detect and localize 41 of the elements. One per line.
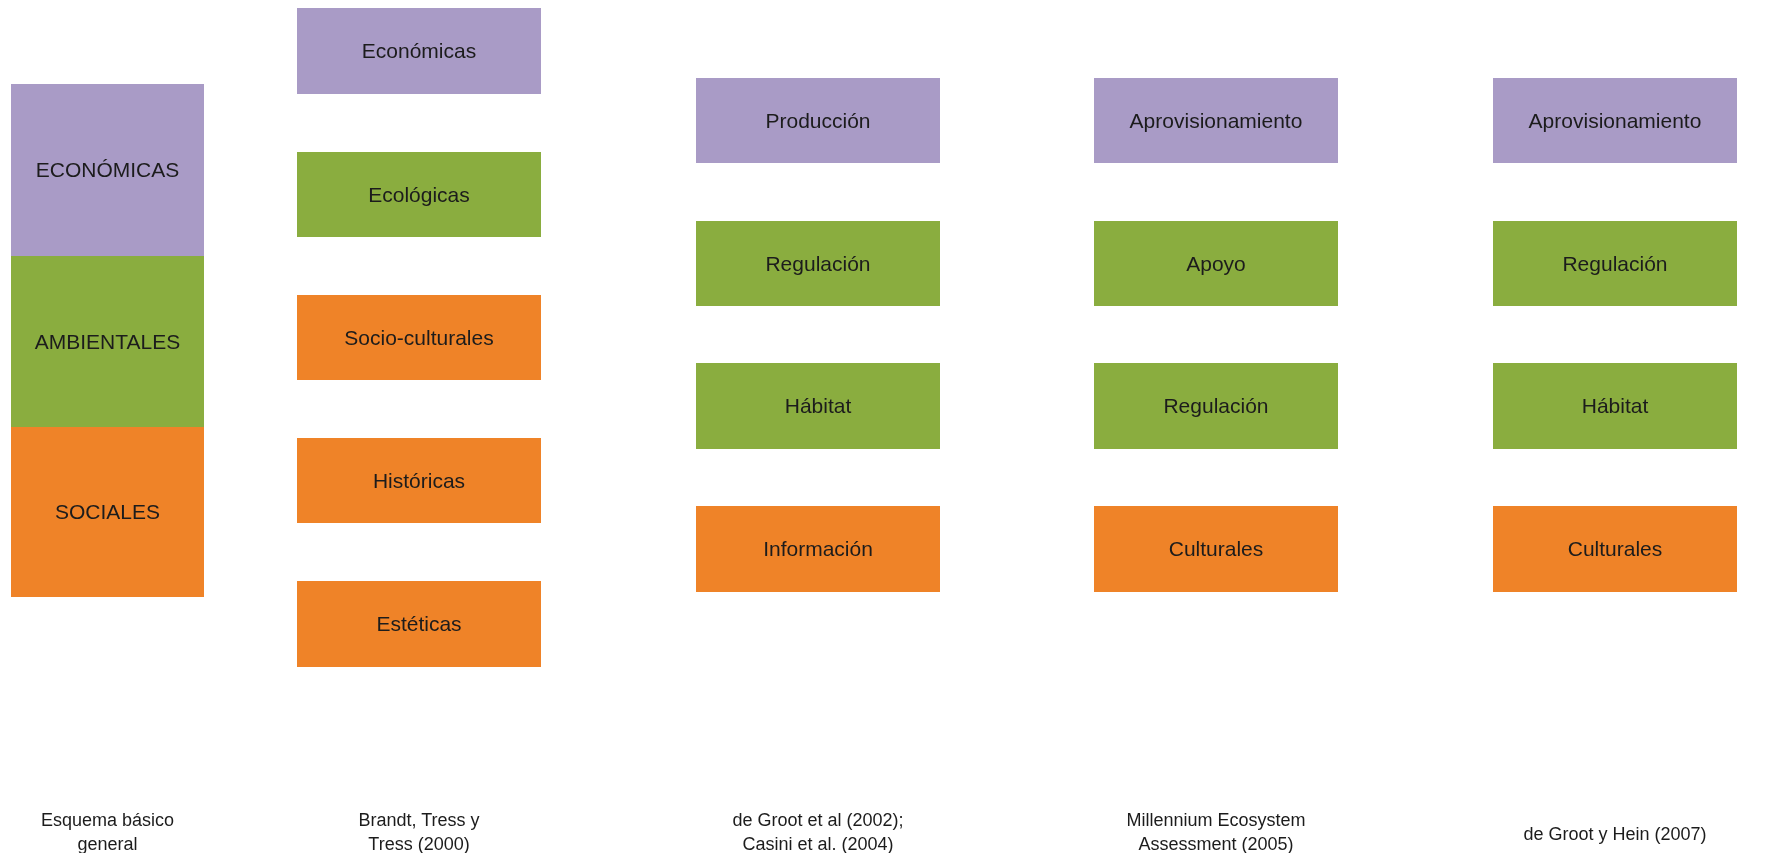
category-box: [1493, 78, 1737, 163]
category-box: [696, 78, 940, 163]
box-label: Regulación: [1562, 251, 1668, 276]
box-label: ECONÓMICAS: [35, 158, 180, 182]
category-box: [297, 295, 541, 380]
category-box: [297, 8, 541, 94]
box-label: Hábitat: [784, 394, 852, 418]
box-label: Apoyo: [1186, 251, 1246, 276]
category-box: [1493, 221, 1737, 306]
category-box: [696, 506, 940, 592]
box-label: AMBIENTALES: [34, 329, 181, 354]
category-box: [297, 152, 541, 237]
box-label: Producción: [765, 108, 871, 133]
box-label: Aprovisionamiento: [1129, 108, 1303, 133]
category-band: [11, 427, 204, 597]
category-band: [11, 256, 204, 427]
box-label: Información: [763, 537, 873, 561]
column-caption: de Groot y Hein (2007): [1522, 823, 1708, 846]
box-label: Culturales: [1567, 537, 1663, 561]
box-label: Aprovisionamiento: [1528, 108, 1702, 133]
category-box: [1094, 363, 1338, 449]
box-label: Socio-culturales: [344, 325, 494, 350]
category-box: [1493, 506, 1737, 592]
category-box: [297, 438, 541, 523]
box-label: Hábitat: [1581, 394, 1649, 418]
box-label: Estéticas: [376, 612, 462, 636]
box-label: SOCIALES: [54, 500, 160, 524]
category-box: [696, 221, 940, 306]
box-label: Culturales: [1168, 537, 1264, 561]
box-label: Económicas: [361, 39, 477, 63]
box-label: Regulación: [765, 251, 871, 276]
category-box: [1493, 363, 1737, 449]
category-band: [11, 84, 204, 256]
category-box: [1094, 78, 1338, 163]
box-label: Ecológicas: [368, 182, 470, 207]
category-box: [696, 363, 940, 449]
category-box: [1094, 221, 1338, 306]
category-box: [297, 581, 541, 667]
box-label: Regulación: [1163, 394, 1269, 418]
box-label: Históricas: [372, 468, 466, 493]
category-box: [1094, 506, 1338, 592]
